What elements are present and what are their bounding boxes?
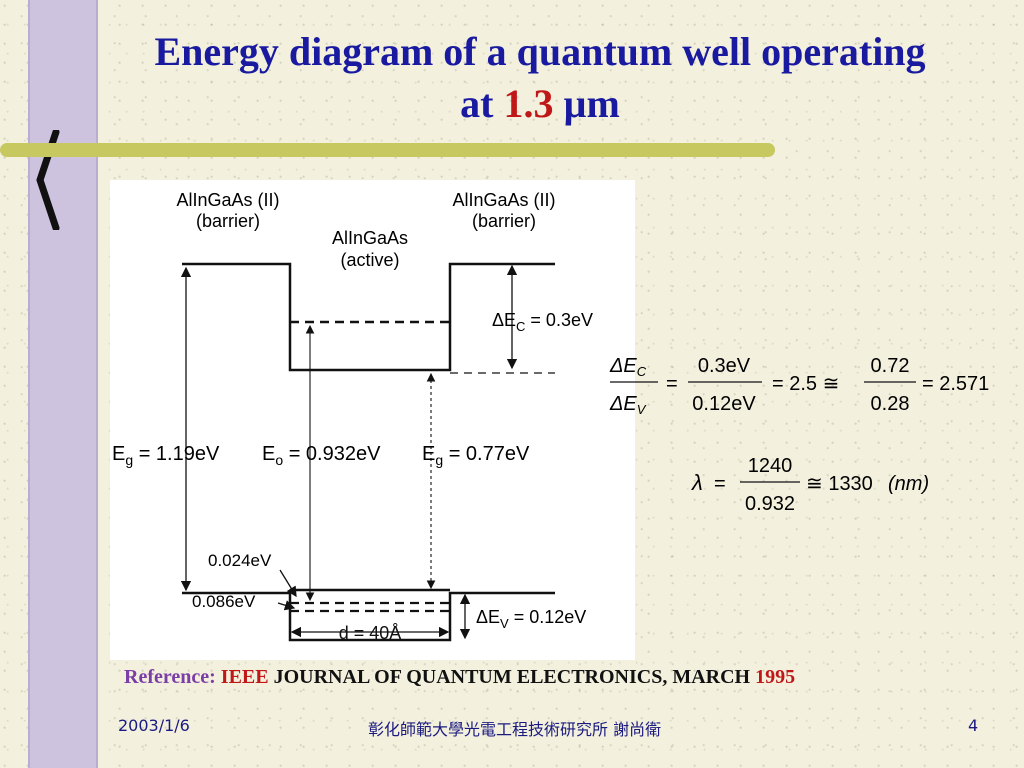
frac1-denominator: 0.12eV	[692, 393, 756, 415]
lambda-result: ≅ 1330	[806, 473, 873, 495]
eg-well-label: Eg = 0.77eV	[422, 443, 530, 468]
light-hole-value: 0.086eV	[192, 592, 256, 611]
reference-label: Reference:	[124, 666, 221, 688]
right-barrier-label-1: AlInGaAs (II)	[452, 190, 555, 210]
heavy-hole-value: 0.024eV	[208, 551, 272, 570]
left-decorative-bar	[28, 0, 98, 768]
footer-date: 2003/1/6	[118, 716, 190, 735]
ratio-denominator: ΔEV	[609, 393, 647, 417]
equals-value-2: = 2.571	[922, 373, 989, 395]
frac3-denominator: 0.932	[745, 493, 795, 515]
left-barrier-label-1: AlInGaAs (II)	[176, 190, 279, 210]
valence-band-edge	[182, 591, 555, 642]
equals-value-1: = 2.5 ≅	[772, 373, 839, 395]
active-label-2: (active)	[340, 250, 399, 270]
title-value: 1.3	[503, 81, 554, 126]
reference-ieee: IEEE	[220, 666, 269, 688]
heavy-hole-pointer	[279, 569, 297, 598]
eo-label: Eo = 0.932eV	[262, 443, 381, 468]
eg-barrier-label: Eg = 1.19eV	[112, 443, 220, 468]
reference-year: 1995	[755, 666, 796, 688]
frac2-denominator: 0.28	[871, 393, 910, 415]
frac2-numerator: 0.72	[871, 355, 910, 377]
frac1-numerator: 0.3eV	[698, 355, 751, 377]
conduction-band-edge	[182, 262, 555, 372]
footer-institution: 彰化師範大學光電工程技術研究所 謝尚衛	[368, 720, 662, 739]
title-unit: µm	[563, 81, 620, 126]
reference-journal: JOURNAL OF QUANTUM ELECTRONICS, MARCH	[268, 666, 756, 688]
reference-line: Reference: IEEE JOURNAL OF QUANTUM ELECT…	[124, 666, 1024, 689]
formula-block: ΔEC ΔEV = 0.3eV 0.12eV = 2.5 ≅ 0.72 0.28…	[600, 340, 1020, 540]
energy-diagram-figure: AlInGaAs (II) (barrier) AlInGaAs (II) (b…	[110, 180, 635, 660]
slide-title: Energy diagram of a quantum well operati…	[60, 26, 1020, 130]
light-hole-pointer	[277, 600, 296, 611]
formula-svg: ΔEC ΔEV = 0.3eV 0.12eV = 2.5 ≅ 0.72 0.28…	[609, 355, 989, 515]
lambda-unit: (nm)	[888, 473, 929, 495]
title-prefix: at	[460, 81, 504, 126]
well-width-label: d = 40Å	[339, 623, 402, 643]
energy-diagram-svg: AlInGaAs (II) (barrier) AlInGaAs (II) (b…	[112, 190, 593, 643]
lambda-symbol: λ	[691, 470, 703, 495]
active-label-1: AlInGaAs	[332, 228, 408, 248]
frac3-numerator: 1240	[748, 455, 793, 477]
equals-sign-1: =	[666, 373, 678, 395]
equals-sign-2: =	[714, 473, 726, 495]
delta-ev-label: ΔEV = 0.12eV	[476, 607, 586, 631]
delta-ec-label: ΔEC = 0.3eV	[492, 310, 593, 334]
title-underline-bar	[0, 143, 775, 157]
ratio-numerator: ΔEC	[609, 355, 647, 379]
right-barrier-label-2: (barrier)	[472, 211, 536, 231]
left-barrier-label-2: (barrier)	[196, 211, 260, 231]
title-line-2: at 1.3 µm	[60, 78, 1020, 130]
footer-page-number: 4	[968, 716, 979, 735]
title-line-1: Energy diagram of a quantum well operati…	[154, 29, 926, 74]
